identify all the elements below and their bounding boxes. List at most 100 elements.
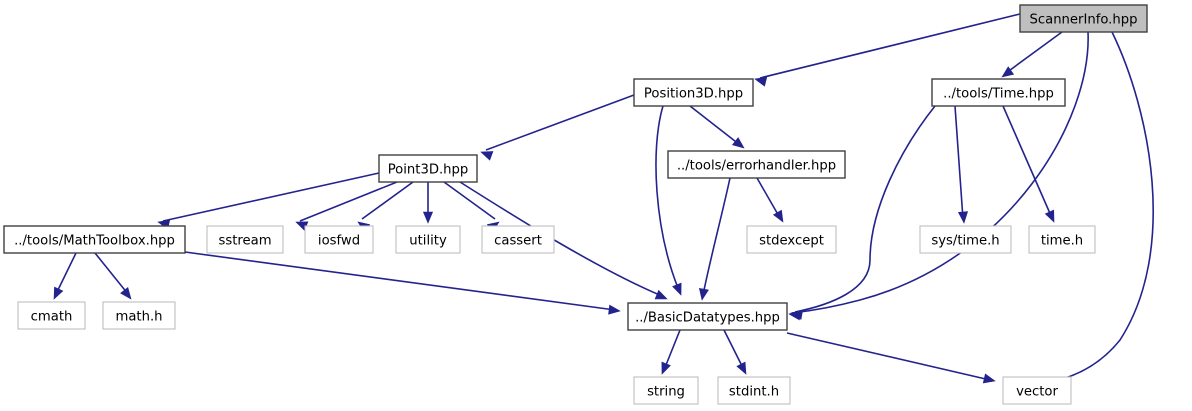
node-box[interactable] bbox=[633, 78, 754, 107]
edge-line bbox=[759, 13, 1021, 79]
node-systime[interactable]: sys/time.h bbox=[919, 225, 1012, 254]
edge-line bbox=[459, 181, 663, 297]
arrow-head-icon bbox=[480, 151, 494, 161]
edge-line bbox=[1002, 105, 1053, 219]
arrow-head-icon bbox=[654, 289, 668, 300]
edge-line bbox=[485, 94, 635, 151]
node-stdint[interactable]: stdint.h bbox=[717, 376, 791, 405]
node-box[interactable] bbox=[304, 225, 374, 254]
edge-line bbox=[794, 105, 936, 313]
edge-mathtoolbox-to-cmath bbox=[53, 252, 77, 300]
node-basicdatatypes[interactable]: ../BasicDatatypes.hpp bbox=[627, 302, 788, 331]
node-box[interactable] bbox=[395, 225, 461, 254]
edge-line bbox=[723, 329, 745, 371]
edge-line bbox=[655, 105, 679, 289]
node-box[interactable] bbox=[627, 302, 788, 331]
node-box[interactable] bbox=[102, 301, 176, 330]
arrow-head-icon bbox=[772, 209, 784, 223]
node-box[interactable] bbox=[378, 154, 478, 183]
arrow-head-icon bbox=[661, 361, 671, 375]
node-box[interactable] bbox=[746, 225, 837, 254]
node-time_h[interactable]: time.h bbox=[1028, 225, 1096, 254]
edge-line bbox=[702, 177, 731, 296]
node-box[interactable] bbox=[3, 225, 186, 254]
node-box[interactable] bbox=[1028, 225, 1096, 254]
node-box[interactable] bbox=[931, 78, 1066, 107]
edge-line bbox=[663, 329, 681, 371]
edge-point3d-to-sstream bbox=[295, 181, 398, 231]
arrow-head-icon bbox=[736, 361, 747, 375]
arrow-head-icon bbox=[120, 286, 132, 300]
edge-point3d-to-basicdatatypes bbox=[459, 181, 668, 300]
node-cmath[interactable]: cmath bbox=[17, 301, 86, 330]
node-stdexcept[interactable]: stdexcept bbox=[746, 225, 837, 254]
node-box[interactable] bbox=[717, 376, 791, 405]
edge-position3d-to-point3d bbox=[480, 94, 635, 161]
edge-scannerinfo-to-time_hpp bbox=[1001, 31, 1063, 78]
edge-time_hpp-to-time_h bbox=[1002, 105, 1055, 223]
edge-point3d-to-utility bbox=[422, 182, 434, 224]
node-box[interactable] bbox=[633, 376, 699, 405]
edge-position3d-to-errorhandler bbox=[689, 105, 745, 149]
edge-line bbox=[786, 332, 991, 381]
arrow-head-icon bbox=[1001, 66, 1015, 78]
arrow-head-icon bbox=[731, 137, 745, 149]
node-position3d[interactable]: Position3D.hpp bbox=[633, 78, 754, 107]
edge-basicdatatypes-to-vector bbox=[786, 332, 996, 384]
node-iosfwd[interactable]: iosfwd bbox=[304, 225, 374, 254]
edge-errorhandler-to-basicdatatypes bbox=[698, 177, 731, 301]
node-utility[interactable]: utility bbox=[395, 225, 461, 254]
node-box[interactable] bbox=[17, 301, 86, 330]
edge-time_hpp-to-basicdatatypes bbox=[790, 105, 936, 320]
arrow-head-icon bbox=[672, 282, 682, 296]
edge-line bbox=[1005, 31, 1063, 74]
node-mathtoolbox[interactable]: ../tools/MathToolbox.hpp bbox=[3, 225, 186, 254]
node-cassert[interactable]: cassert bbox=[481, 225, 555, 254]
edge-layer bbox=[53, 13, 1154, 391]
edge-basicdatatypes-to-stdint bbox=[723, 329, 747, 375]
node-box[interactable] bbox=[481, 225, 555, 254]
edge-basicdatatypes-to-string bbox=[661, 329, 681, 375]
arrow-head-icon bbox=[608, 304, 621, 315]
arrow-head-icon bbox=[982, 373, 996, 384]
node-time_hpp[interactable]: ../tools/Time.hpp bbox=[931, 78, 1066, 107]
edge-line bbox=[689, 105, 741, 146]
edge-line bbox=[94, 252, 129, 295]
node-point3d[interactable]: Point3D.hpp bbox=[378, 154, 478, 183]
edge-line bbox=[184, 251, 616, 311]
node-box[interactable] bbox=[667, 150, 846, 179]
node-sstream[interactable]: sstream bbox=[206, 225, 284, 254]
edge-mathtoolbox-to-math_h bbox=[94, 252, 132, 300]
edge-line bbox=[954, 105, 964, 220]
node-math_h[interactable]: math.h bbox=[102, 301, 176, 330]
arrow-head-icon bbox=[698, 287, 709, 301]
edge-line bbox=[299, 181, 398, 222]
node-string[interactable]: string bbox=[633, 376, 699, 405]
arrow-head-icon bbox=[957, 211, 969, 224]
edge-mathtoolbox-to-basicdatatypes bbox=[184, 251, 621, 315]
edge-point3d-to-mathtoolbox bbox=[157, 172, 380, 230]
edge-line bbox=[361, 181, 414, 220]
node-errorhandler[interactable]: ../tools/errorhandler.hpp bbox=[667, 150, 846, 179]
arrow-head-icon bbox=[1044, 209, 1055, 223]
node-box[interactable] bbox=[1002, 376, 1072, 405]
arrow-head-icon bbox=[53, 286, 64, 300]
edge-line bbox=[1049, 31, 1154, 383]
edge-position3d-to-basicdatatypes bbox=[655, 105, 682, 296]
edge-line bbox=[162, 172, 380, 222]
edge-time_hpp-to-systime bbox=[954, 105, 969, 224]
node-box[interactable] bbox=[206, 225, 284, 254]
edge-line bbox=[443, 181, 496, 220]
edge-line bbox=[756, 177, 781, 219]
edge-line bbox=[791, 31, 1089, 314]
node-scannerinfo[interactable]: ScannerInfo.hpp bbox=[1019, 4, 1148, 33]
arrow-head-icon bbox=[754, 76, 768, 87]
edge-errorhandler-to-stdexcept bbox=[756, 177, 784, 223]
node-vector[interactable]: vector bbox=[1002, 376, 1072, 405]
node-box[interactable] bbox=[919, 225, 1012, 254]
edge-scannerinfo-to-position3d bbox=[754, 13, 1021, 87]
node-box[interactable] bbox=[1019, 4, 1148, 33]
